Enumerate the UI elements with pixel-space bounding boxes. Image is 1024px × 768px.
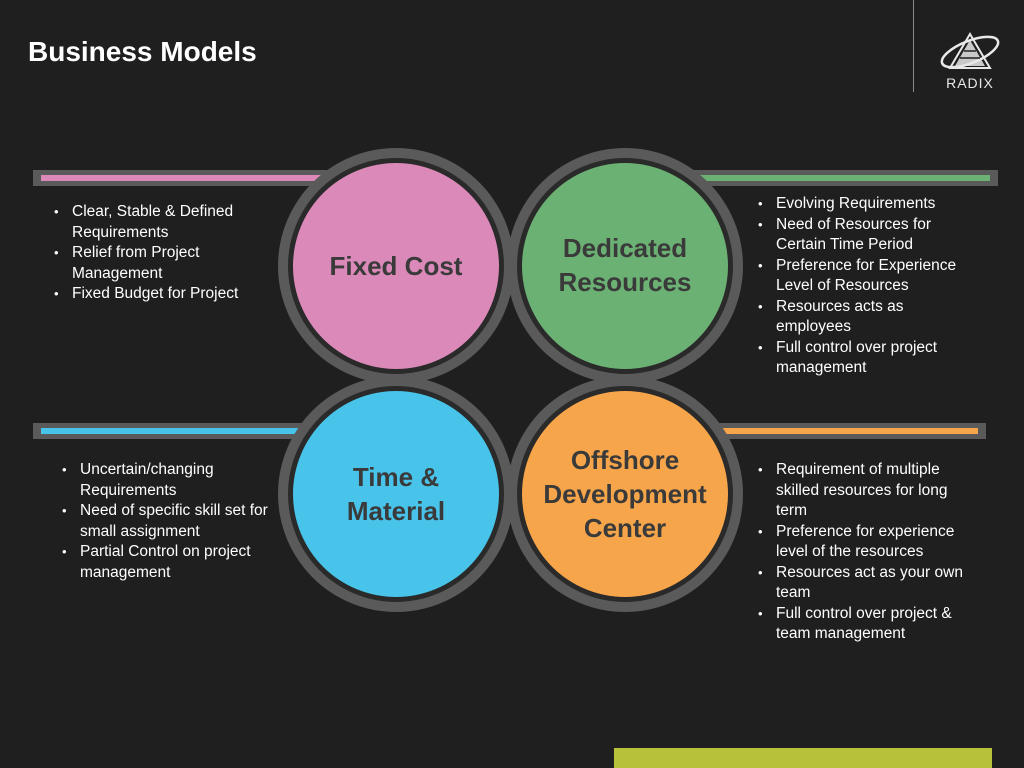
list-item: Preference for Experience Level of Resou… (756, 256, 981, 297)
list-item: Full control over project management (756, 338, 981, 379)
label-dedicated-resources: Dedicated Resources (558, 233, 692, 297)
list-item: Need of Resources for Certain Time Perio… (756, 215, 981, 256)
circle-dedicated-resources (522, 163, 728, 369)
connector-dedicated-resources (640, 170, 998, 186)
list-item: Resources acts as employees (756, 297, 981, 338)
list-item: Clear, Stable & Defined Requirements (52, 202, 267, 243)
list-item: Fixed Budget for Project (52, 284, 267, 305)
circle-offshore (522, 391, 728, 597)
bullets-dedicated-resources: Evolving Requirements Need of Resources … (756, 194, 981, 379)
list-item: Partial Control on project management (60, 542, 270, 583)
logo-text: RADIX (946, 75, 994, 91)
radix-logo: RADIX (932, 28, 1008, 94)
slide-title: Business Models (28, 36, 257, 67)
list-item: Resources act as your own team (756, 563, 981, 604)
list-item: Requirement of multiple skilled resource… (756, 460, 981, 522)
bullets-offshore: Requirement of multiple skilled resource… (756, 460, 981, 645)
list-item: Full control over project & team managem… (756, 604, 981, 645)
label-fixed-cost: Fixed Cost (329, 251, 463, 281)
list-item: Relief from Project Management (52, 243, 267, 284)
list-item: Uncertain/changing Requirements (60, 460, 270, 501)
connector-time-material (33, 423, 373, 439)
list-item: Need of specific skill set for small ass… (60, 501, 270, 542)
list-item: Preference for experience level of the r… (756, 522, 981, 563)
label-time-material: Time & Material (346, 462, 446, 526)
label-offshore: Offshore Development Center (543, 445, 707, 543)
connector-fixed-cost (33, 170, 373, 186)
circle-time-material (293, 391, 499, 597)
circle-fixed-cost (293, 163, 499, 369)
bullets-time-material: Uncertain/changing Requirements Need of … (60, 460, 270, 583)
list-item: Evolving Requirements (756, 194, 981, 215)
radix-logo-icon (940, 32, 1000, 69)
bullets-fixed-cost: Clear, Stable & Defined Requirements Rel… (52, 202, 267, 305)
footer-accent-bar (614, 748, 992, 768)
logo-divider (913, 0, 914, 92)
